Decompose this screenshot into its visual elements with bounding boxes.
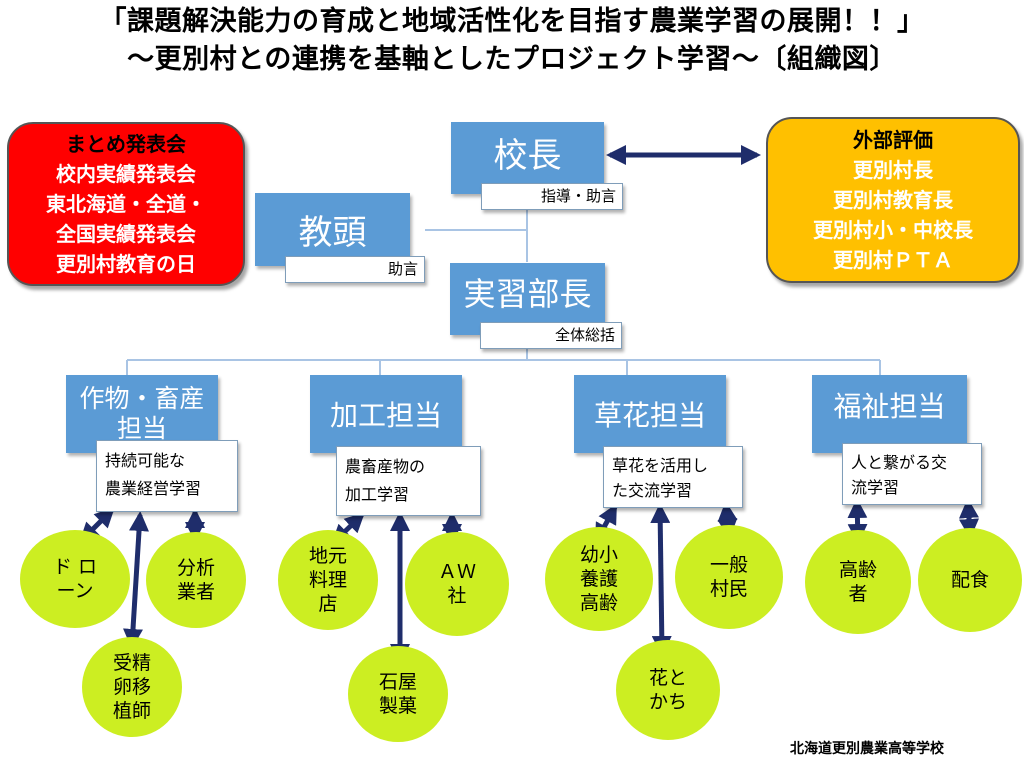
training-head-role-box: 全体総括 — [480, 322, 622, 349]
department-flowers-desc-box: 草花を活用し た交流学習 — [603, 446, 743, 508]
partner-label: 花と — [648, 667, 687, 689]
partner-label: 社 — [447, 585, 467, 607]
summary-heading: まとめ発表会 — [66, 132, 186, 156]
summary-item: 校内実績発表会 — [56, 162, 196, 186]
department-desc: 加工学習 — [345, 485, 410, 504]
department-title: 加工担当 — [329, 399, 442, 432]
partner-label: 分析 — [176, 557, 215, 579]
arrow-embryo — [123, 511, 149, 649]
department-desc: 農畜産物の — [345, 457, 426, 476]
vice-principal-box: 教頭 — [255, 193, 410, 266]
partner-label: 養護 — [579, 568, 618, 590]
title-line-1: 「課題解決能力の育成と地域活性化を目指す農業学習の展開！！」 — [99, 6, 925, 37]
partner-elderly-circle: 高齢 者 — [805, 530, 911, 634]
partner-label: 幼小 — [579, 544, 618, 566]
partner-drone-circle: ド ロ ーン — [20, 530, 130, 628]
title-line-2: ～更別村との連携を基軸としたプロジェクト学習～〔組織図〕 — [127, 44, 897, 75]
department-flowers-box: 草花担当 — [574, 375, 726, 453]
partner-label: 植師 — [112, 700, 151, 722]
partner-label: 受精 — [112, 652, 151, 674]
partner-label: 業者 — [176, 581, 215, 603]
partner-ishiya-circle: 石屋 製菓 — [348, 646, 448, 742]
department-desc: 農業経営学習 — [105, 479, 202, 498]
partner-hanatokachi-circle: 花と かち — [616, 640, 720, 740]
partner-label: 高齢 — [838, 559, 877, 581]
department-title: 福祉担当 — [833, 390, 946, 423]
partner-embryo-circle: 受精 卵移 植師 — [82, 637, 182, 737]
summary-item: 更別村教育の日 — [56, 252, 196, 276]
evaluation-item: 更別村長 — [853, 158, 933, 182]
department-desc: 持続可能な — [105, 451, 186, 470]
vice-principal-role-box: 助言 — [285, 256, 425, 283]
partner-label: 地元 — [308, 545, 347, 567]
partner-label: ＡＷ — [437, 561, 476, 583]
partner-label: 石屋 — [378, 671, 417, 693]
external-evaluation-box: 外部評価 更別村長 更別村教育長 更別村小・中校長 更別村ＰＴＡ — [766, 117, 1020, 283]
department-processing-desc-box: 農畜産物の 加工学習 — [336, 446, 481, 516]
partner-label: ド ロ — [52, 556, 98, 578]
summary-presentation-box: まとめ発表会 校内実績発表会 東北海道・全道・ 全国実績発表会 更別村教育の日 — [7, 122, 245, 286]
partner-meals-circle: 配食 — [918, 528, 1022, 632]
department-desc: 流学習 — [851, 478, 900, 497]
evaluation-heading: 外部評価 — [853, 128, 933, 152]
principal-box: 校長 — [451, 122, 604, 194]
principal-title: 校長 — [493, 136, 562, 176]
partner-label: 村民 — [709, 578, 748, 600]
partner-villagers-circle: 一般 村民 — [675, 525, 783, 629]
training-head-role: 全体総括 — [554, 326, 615, 344]
department-welfare-box: 福祉担当 — [812, 375, 967, 453]
department-title: 草花担当 — [593, 399, 706, 432]
summary-item: 全国実績発表会 — [56, 222, 196, 246]
summary-item: 東北海道・全道・ — [46, 192, 206, 216]
partner-local-restaurant-circle: 地元 料理 店 — [278, 530, 378, 630]
partner-label: 製菓 — [378, 695, 417, 717]
department-desc: 人と繋がる交 — [851, 453, 948, 472]
partner-label: 一般 — [709, 554, 748, 576]
partner-label: 高齢 — [579, 592, 618, 614]
partner-analysis-circle: 分析 業者 — [146, 532, 246, 628]
department-title: 担当 — [116, 414, 167, 443]
department-processing-box: 加工担当 — [310, 375, 462, 453]
evaluation-item: 更別村小・中校長 — [813, 218, 973, 242]
partner-label: 配食 — [950, 569, 989, 591]
evaluation-item: 更別村教育長 — [833, 188, 953, 212]
partner-label: 卵移 — [112, 676, 151, 698]
department-welfare-desc-box: 人と繋がる交 流学習 — [842, 443, 982, 505]
vice-principal-role: 助言 — [387, 260, 418, 278]
principal-role: 指導・助言 — [540, 187, 616, 205]
partner-nursing-circle: 幼小 養護 高齢 — [545, 527, 653, 631]
partner-label: かち — [648, 691, 687, 713]
partner-label: 者 — [848, 583, 868, 605]
partner-aw-circle: ＡＷ 社 — [405, 532, 509, 636]
partner-label: 料理 — [308, 569, 347, 591]
department-crops-livestock-desc-box: 持続可能な 農業経営学習 — [96, 440, 238, 512]
department-desc: た交流学習 — [612, 481, 693, 500]
evaluation-item: 更別村ＰＴＡ — [833, 248, 953, 272]
school-name-footer: 北海道更別農業高等学校 — [790, 741, 944, 757]
department-title: 作物・畜産 — [79, 384, 205, 413]
arrow-hanatokachi — [650, 503, 672, 656]
department-desc: 草花を活用し — [612, 456, 709, 475]
partner-label: 店 — [318, 593, 338, 615]
training-head-title: 実習部長 — [463, 275, 592, 313]
principal-role-box: 指導・助言 — [481, 183, 623, 210]
vice-principal-title: 教頭 — [298, 213, 367, 253]
partner-label: ーン — [56, 580, 94, 602]
